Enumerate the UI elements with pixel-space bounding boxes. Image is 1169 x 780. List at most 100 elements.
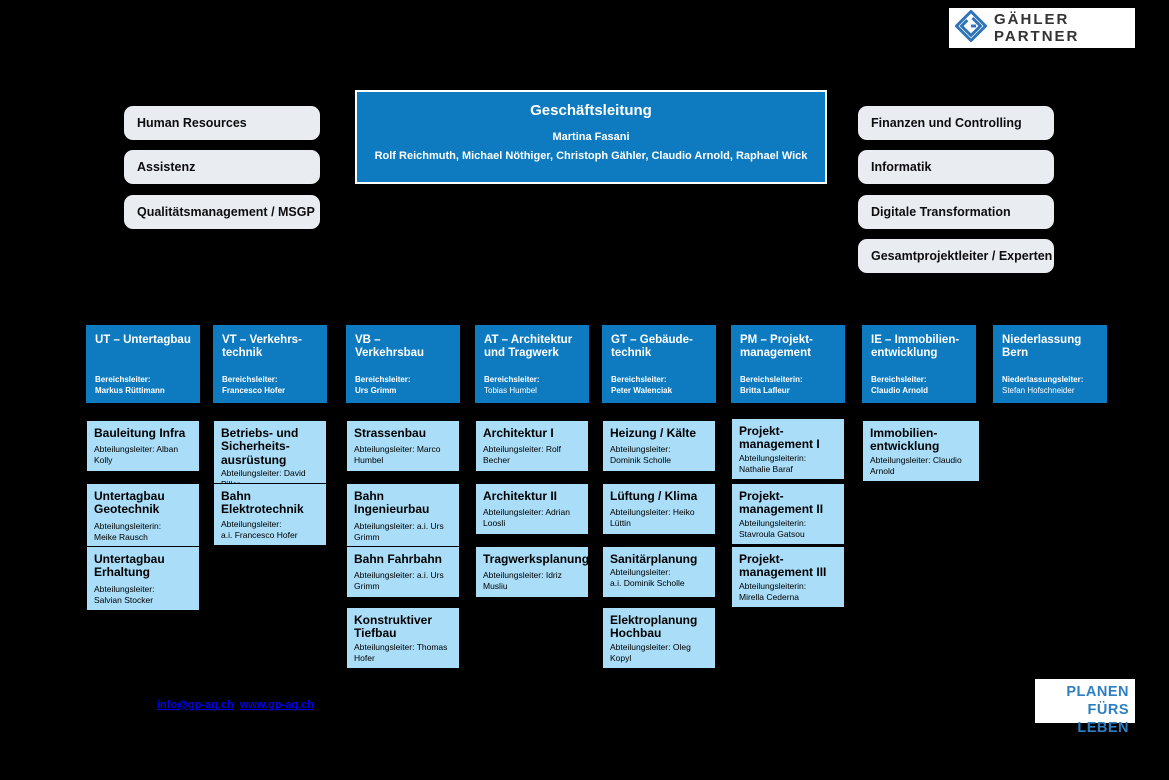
- staff-finanzen-controlling: Finanzen und Controlling: [858, 106, 1054, 140]
- unit-title: Untertagbau Geotechnik: [94, 489, 165, 517]
- staff-human-resources: Human Resources: [124, 106, 320, 140]
- unit-tragwerksplanung: Tragwerksplanung Abteilungsleiter: Idriz…: [475, 546, 589, 598]
- management-title: Geschäftsleitung: [530, 102, 652, 119]
- leader-name: Claudio Arnold: [871, 385, 929, 395]
- unit-bahn-elektrotechnik: Bahn Elektrotechnik Abteilungsleiter: a.…: [213, 483, 327, 547]
- unit-title: Bahn Ingenieurbau: [354, 489, 430, 517]
- unit-detail: Abteilungsleiterin: Meike Rausch: [94, 520, 162, 542]
- unit-title: Heizung / Kälte: [610, 426, 697, 440]
- unit-title: Bahn Elektrotechnik: [221, 489, 304, 517]
- dept-at-architektur-tragwerk: AT – Architektur und Tragwerk Bereichsle…: [475, 325, 589, 403]
- unit-bauleitung-infra: Bauleitung Infra Abteilungsleiter: Alban…: [86, 420, 200, 472]
- leader-name: Britta Lafleur: [740, 385, 790, 395]
- leader-name: Stefan Hofschneider: [1002, 385, 1075, 395]
- unit-sanitaerplanung: Sanitärplanung Abteilungsleiter: a.i. Do…: [602, 546, 716, 598]
- leader-role: Bereichsleiter:: [484, 375, 540, 385]
- dept-title: VT – Verkehrs- technik: [222, 334, 302, 360]
- pill-label: Gesamtprojektleiter / Experten: [871, 249, 1053, 263]
- dept-leader: Bereichsleiter: Markus Rüttimann: [95, 375, 197, 396]
- unit-architektur-2: Architektur II Abteilungsleiter: Adrian …: [475, 483, 589, 535]
- management-members: Rolf Reichmuth, Michael Nöthiger, Christ…: [374, 150, 808, 162]
- unit-bahn-fahrbahn: Bahn Fahrbahn Abteilungsleiter: a.i. Urs…: [346, 546, 460, 598]
- management-box: Geschäftsleitung Martina Fasani Rolf Rei…: [355, 90, 827, 184]
- unit-detail: Abteilungsleiterin: Stavroula Gatsou: [739, 517, 807, 539]
- unit-lueftung-klima: Lüftung / Klima Abteilungsleiter: Heiko …: [602, 483, 716, 535]
- dept-vb-verkehrsbau: VB – Verkehrsbau Bereichsleiter: Urs Gri…: [346, 325, 460, 403]
- dept-leader: Bereichsleiter: Peter Walenciak: [611, 375, 713, 396]
- unit-title: Strassenbau: [354, 426, 427, 440]
- tagline-badge: PLANEN FÜRS LEBEN: [1035, 679, 1135, 736]
- unit-immobilienentwicklung: Immobilien- entwicklung Abteilungsleiter…: [862, 420, 980, 483]
- leader-name: Tobias Humbel: [484, 385, 537, 395]
- pill-label: Qualitätsmanagement / MSGP: [137, 205, 315, 219]
- dept-leader: Bereichsleiter: Francesco Hofer: [222, 375, 324, 396]
- unit-konstruktiver-tiefbau: Konstruktiver Tiefbau Abteilungsleiter: …: [346, 607, 460, 670]
- unit-title: Projekt- management III: [739, 552, 827, 580]
- dept-leader: Niederlassungsleiter: Stefan Hofschneide…: [1002, 375, 1104, 396]
- unit-detail: Abteilungsleiter: Claudio Arnold: [870, 454, 962, 476]
- tagline-line2: FÜRS LEBEN: [1077, 702, 1129, 737]
- dept-title: IE – Immobilien- entwicklung: [871, 334, 960, 360]
- dept-title: VB – Verkehrsbau: [355, 334, 425, 360]
- pill-label: Human Resources: [137, 116, 247, 130]
- unit-detail: Abteilungsleiter: Heiko Lüttin: [610, 507, 695, 529]
- pill-label: Finanzen und Controlling: [871, 116, 1022, 130]
- unit-detail: Abteilungsleiter: a.i. Dominik Scholle: [610, 567, 685, 589]
- unit-detail: Abteilungsleiter: Oleg Kopyl: [610, 641, 691, 663]
- dept-ie-immobilienentwicklung: IE – Immobilien- entwicklung Bereichslei…: [862, 325, 976, 403]
- leader-role: Bereichsleiter:: [611, 375, 667, 385]
- unit-projektmanagement-3: Projekt- management III Abteilungsleiter…: [731, 546, 845, 609]
- unit-projektmanagement-2: Projekt- management II Abteilungsleiteri…: [731, 483, 845, 546]
- dept-leader: Bereichsleiter: Claudio Arnold: [871, 375, 973, 396]
- unit-detail: Abteilungsleiter: Thomas Hofer: [354, 641, 448, 663]
- pill-label: Assistenz: [137, 160, 196, 174]
- unit-detail: Abteilungsleiter: a.i. Urs Grimm: [354, 570, 444, 592]
- unit-title: Lüftung / Klima: [610, 489, 698, 503]
- unit-title: Betriebs- und Sicherheits- ausrüstung: [221, 426, 299, 467]
- unit-elektroplanung-hochbau: Elektroplanung Hochbau Abteilungsleiter:…: [602, 607, 716, 670]
- unit-detail: Abteilungsleiterin: Nathalie Baraf: [739, 452, 807, 474]
- dept-title: Niederlassung Bern: [1002, 334, 1082, 360]
- footer-links: info@gp-ag.ch www.gp-ag.ch: [157, 699, 320, 711]
- leader-role: Bereichsleiter:: [871, 375, 927, 385]
- unit-detail: Abteilungsleiter: Rolf Becher: [483, 444, 561, 466]
- unit-title: Projekt- management I: [739, 424, 820, 452]
- leader-role: Niederlassungsleiter:: [1002, 375, 1084, 385]
- unit-architektur-1: Architektur I Abteilungsleiter: Rolf Bec…: [475, 420, 589, 472]
- dept-niederlassung-bern: Niederlassung Bern Niederlassungsleiter:…: [993, 325, 1107, 403]
- leader-name: Peter Walenciak: [611, 385, 673, 395]
- staff-gesamtprojektleiter: Gesamtprojektleiter / Experten: [858, 239, 1054, 273]
- unit-detail: Abteilungsleiter: Adrian Loosli: [483, 507, 570, 529]
- leader-role: Bereichsleiter:: [95, 375, 151, 385]
- dept-vt-verkehrstechnik: VT – Verkehrs- technik Bereichsleiter: F…: [213, 325, 327, 403]
- dept-title: AT – Architektur und Tragwerk: [484, 334, 573, 360]
- dept-ut-untertagbau: UT – Untertagbau Bereichsleiter: Markus …: [86, 325, 200, 403]
- staff-qualitaetsmanagement: Qualitätsmanagement / MSGP: [124, 195, 320, 229]
- dept-gt-gebaeudetechnik: GT – Gebäude- technik Bereichsleiter: Pe…: [602, 325, 716, 403]
- email-link[interactable]: info@gp-ag.ch: [157, 699, 234, 711]
- unit-title: Elektroplanung Hochbau: [610, 613, 698, 641]
- leader-role: Bereichsleiter:: [222, 375, 278, 385]
- unit-title: Immobilien- entwicklung: [870, 426, 940, 454]
- unit-bahn-ingenieurbau: Bahn Ingenieurbau Abteilungsleiter: a.i.…: [346, 483, 460, 549]
- unit-title: Bauleitung Infra: [94, 426, 186, 440]
- unit-untertagbau-geotechnik: Untertagbau Geotechnik Abteilungsleiteri…: [86, 483, 200, 549]
- dept-leader: Bereichsleiterin: Britta Lafleur: [740, 375, 842, 396]
- staff-digitale-transformation: Digitale Transformation: [858, 195, 1054, 229]
- gaehler-diamond-icon: [954, 8, 988, 47]
- pill-label: Digitale Transformation: [871, 205, 1011, 219]
- website-link[interactable]: www.gp-ag.ch: [239, 699, 314, 711]
- unit-title: Konstruktiver Tiefbau: [354, 613, 433, 641]
- staff-informatik: Informatik: [858, 150, 1054, 184]
- unit-title: Bahn Fahrbahn: [354, 552, 443, 566]
- unit-title: Architektur I: [483, 426, 554, 440]
- unit-detail: Abteilungsleiter: Marco Humbel: [354, 444, 441, 466]
- unit-strassenbau: Strassenbau Abteilungsleiter: Marco Humb…: [346, 420, 460, 472]
- unit-title: Architektur II: [483, 489, 558, 503]
- dept-title: PM – Projekt- management: [740, 334, 813, 360]
- leader-name: Urs Grimm: [355, 385, 397, 395]
- unit-heizung-kaelte: Heizung / Kälte Abteilungsleiter: Domini…: [602, 420, 716, 472]
- unit-detail: Abteilungsleiter: a.i. Francesco Hofer: [221, 518, 298, 540]
- unit-projektmanagement-1: Projekt- management I Abteilungsleiterin…: [731, 418, 845, 481]
